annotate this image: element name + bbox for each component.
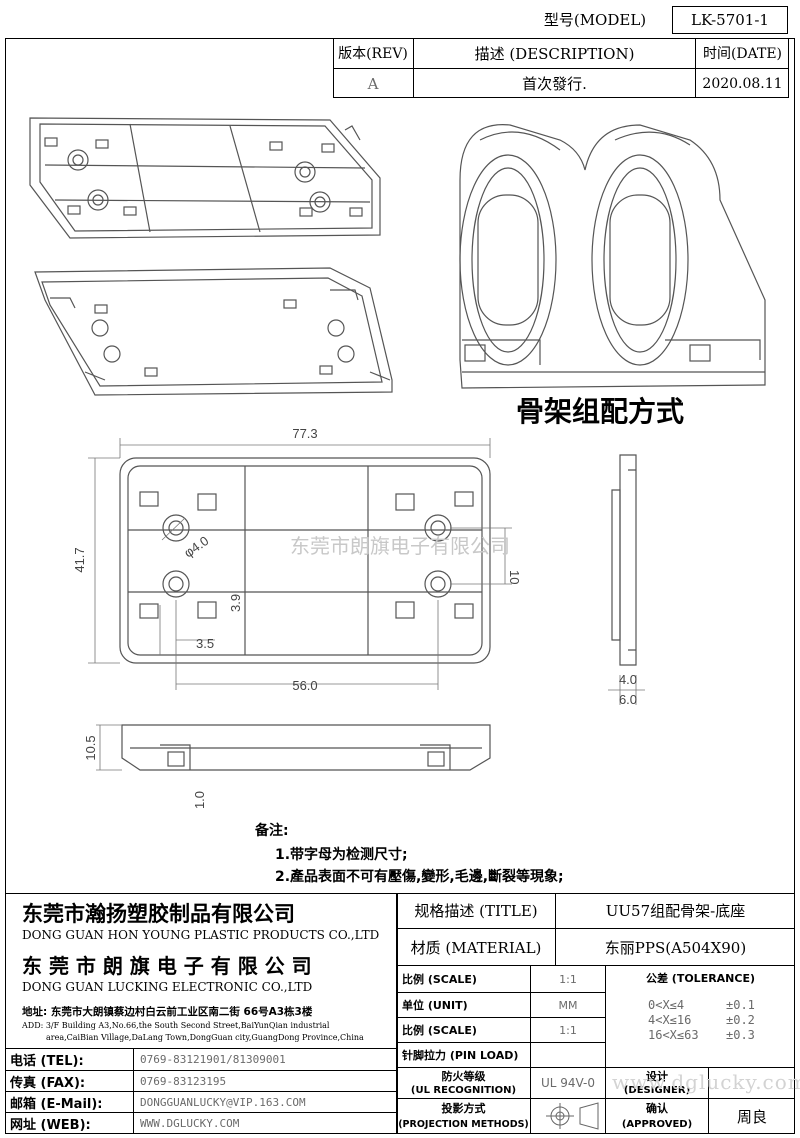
date-value: 2020.08.11 [702, 75, 783, 92]
tolerance-label: 公差 (TOLERANCE) [645, 972, 756, 985]
dim-gap-a: 3.9 [228, 594, 243, 612]
fax-value: 0769-83123195 [140, 1074, 227, 1088]
iso-view-top [29, 117, 381, 239]
company-name-en-2: DONG GUAN LUCKING ELECTRONIC CO.,LTD [22, 980, 313, 994]
address-en-2: area,CaiBian Village,DaLang Town,DongGua… [46, 1033, 364, 1042]
pin-load-label: 针脚拉力 (PIN LOAD) [402, 1049, 519, 1062]
desc-label: 描述 (DESCRIPTION) [474, 44, 635, 63]
email-value: DONGGUANLUCKY@VIP.163.COM [140, 1095, 306, 1109]
model-value: LK-5701-1 [672, 6, 788, 34]
tolerance-value-1: ±0.1 [726, 998, 755, 1012]
iso-view-bottom [34, 267, 393, 396]
unit-value: MM [558, 998, 578, 1012]
material-value: 东丽PPS(A504X90) [604, 938, 747, 957]
dim-front-t: 1.0 [192, 791, 207, 809]
title-label: 规格描述 (TITLE) [414, 902, 538, 920]
approved-label-cn: 确认 [646, 1102, 668, 1115]
tolerance-row-1: 0<X≤4 ±0.1 [648, 998, 755, 1012]
address-en-1: ADD: 3/F Building A3,No.66,the South Sec… [22, 1021, 330, 1030]
scale-label: 比例 (SCALE) [402, 973, 477, 986]
tel-value: 0769-83121901/81309001 [140, 1053, 286, 1066]
projection-label-cn: 投影方式 [441, 1102, 486, 1115]
dim-side-a: 4.0 [619, 672, 637, 687]
designer-label-cn: 设计 [646, 1070, 668, 1083]
ul-value: UL 94V-0 [540, 1076, 596, 1090]
projection-label-en: (PROJECTION METHODS) [398, 1118, 529, 1130]
front-view [121, 724, 491, 771]
note-1: 1.带字母为检测尺寸; [275, 847, 408, 863]
side-view [611, 454, 637, 666]
company-watermark: 东莞市朗旗电子有限公司 [290, 534, 510, 558]
dim-width: 77.3 [292, 426, 317, 441]
dim-side-b: 6.0 [619, 692, 637, 707]
dim-height: 41.7 [72, 547, 87, 572]
title-value: UU57组配骨架-底座 [605, 902, 746, 920]
assembly-caption: 骨架组配方式 [515, 395, 684, 428]
unit-label: 单位 (UNIT) [402, 999, 468, 1012]
web-value: WWW.DGLUCKY.COM [140, 1117, 240, 1130]
address-cn: 地址: 东莞市大朗镇蔡边村白云前工业区南二街 66号A3栋3楼 [22, 1006, 313, 1018]
material-label: 材质 (MATERIAL) [410, 938, 542, 957]
model-label: 型号(MODEL) [543, 10, 647, 29]
scale-value: 1:1 [559, 972, 577, 986]
tolerance-range-1: 0<X≤4 [648, 998, 685, 1012]
rev-label: 版本(REV) [338, 46, 408, 62]
rev-value: A [367, 74, 379, 93]
tolerance-row-3: 16<X≤63 ±0.3 [648, 1028, 755, 1042]
tolerance-range-2: 4<X≤16 [648, 1013, 692, 1027]
plan-view [119, 457, 491, 664]
site-watermark: www.dglucky.com [612, 1070, 800, 1094]
designer-label-en: (DESIGNER) [623, 1084, 691, 1096]
approved-value: 周良 [736, 1108, 767, 1126]
fax-label: 传真 (FAX): [10, 1075, 86, 1091]
company-name-en-1: DONG GUAN HON YOUNG PLASTIC PRODUCTS CO.… [22, 928, 380, 942]
company-name-1: 东莞市瀚扬塑胶制品有限公司 [22, 902, 295, 926]
tel-label: 电话 (TEL): [10, 1054, 84, 1069]
email-label: 邮箱 (E-Mail): [10, 1096, 103, 1112]
note-2: 2.產品表面不可有壓傷,變形,毛邊,斷裂等現象; [275, 869, 564, 885]
scale2-value: 1:1 [559, 1023, 577, 1037]
notes-title: 备注: [255, 823, 289, 839]
dim-front-h: 10.5 [83, 735, 98, 760]
ul-label-en: (UL RECOGNITION) [410, 1084, 517, 1096]
dim-gap-b: 3.5 [196, 636, 214, 651]
approved-label-en: (APPROVED) [621, 1118, 693, 1130]
ul-label-cn: 防火等级 [441, 1070, 486, 1083]
tolerance-row-2: 4<X≤16 ±0.2 [648, 1013, 755, 1027]
assembly-view [459, 124, 766, 389]
tolerance-value-3: ±0.3 [726, 1028, 755, 1042]
dim-hole-pitch-v: 10 [507, 570, 522, 584]
date-label: 时间(DATE) [702, 46, 783, 62]
desc-value: 首次發行. [522, 75, 587, 93]
web-label: 网址 (WEB): [10, 1118, 91, 1133]
scale2-label: 比例 (SCALE) [402, 1024, 477, 1037]
dim-hole-pitch-h: 56.0 [292, 678, 317, 693]
company-name-2: 东 莞 市 朗 旗 电 子 有 限 公 司 [22, 954, 312, 978]
tolerance-range-3: 16<X≤63 [648, 1028, 699, 1042]
tolerance-value-2: ±0.2 [726, 1013, 755, 1027]
